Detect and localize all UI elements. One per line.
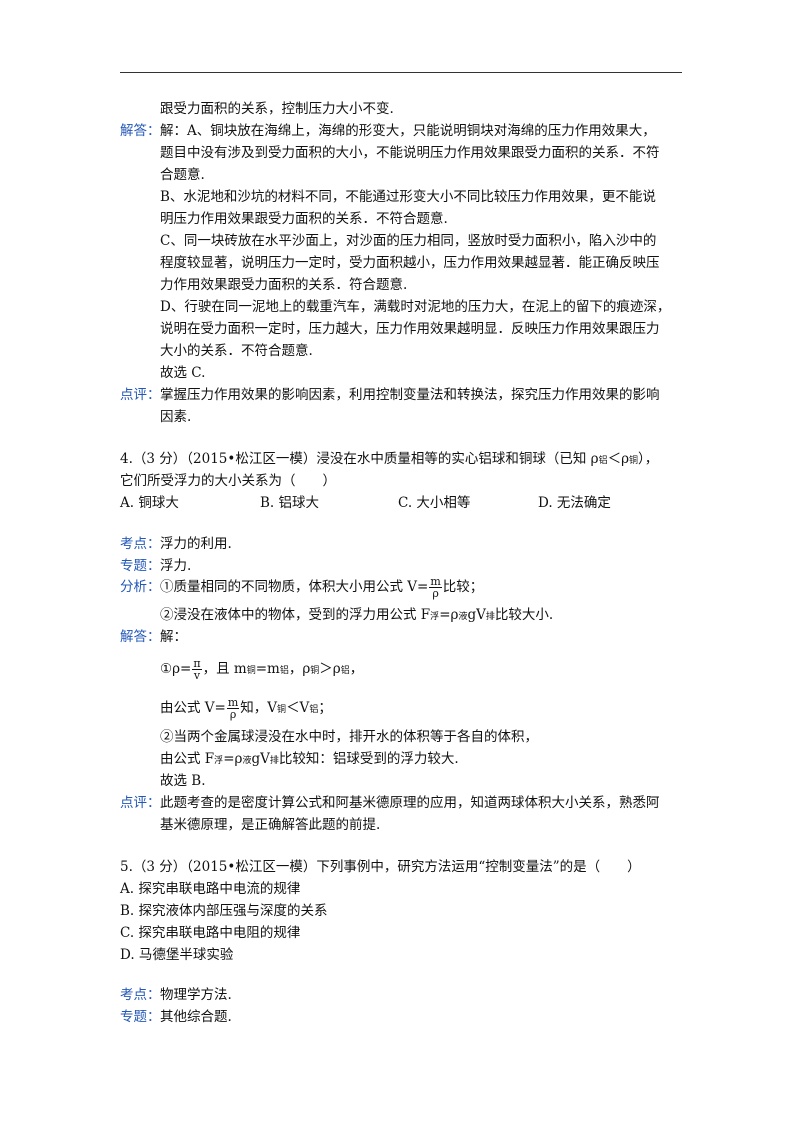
subject-label: 专题： bbox=[120, 558, 161, 574]
text-line: C、同一块砖放在水平沙面上，对沙面的压力相同，竖放时受力面积小，陷入沙中的 bbox=[160, 233, 657, 249]
option-b: B. 探究液体内部压强与深度的关系 bbox=[120, 903, 328, 919]
text-line: 力作用效果跟受力面积的关系．符合题意. bbox=[160, 277, 408, 293]
analysis-label: 分析： bbox=[120, 579, 161, 595]
text-line: 解：A、铜块放在海绵上，海绵的形变大，只能说明铜块对海绵的压力作用效果大， bbox=[160, 123, 656, 139]
option-d: D. 无法确定 bbox=[538, 495, 611, 511]
subject-text: 其他综合题. bbox=[160, 1009, 232, 1025]
answer-label: 解答： bbox=[120, 123, 161, 139]
solution-step: 由公式 F浮=ρ液gV排比较知：铝球受到的浮力较大. bbox=[160, 751, 459, 767]
text-line: 程度较显著，说明压力一定时，受力面积越小，压力作用效果越显著．能正确反映压 bbox=[160, 255, 660, 271]
topic-text: 浮力的利用. bbox=[160, 536, 232, 552]
option-c: C. 探究串联电路中电阻的规律 bbox=[120, 925, 301, 941]
text-line: 大小的关系．不符合题意. bbox=[160, 343, 313, 359]
option-b: B. 铝球大 bbox=[260, 495, 320, 511]
question-stem: 它们所受浮力的大小关系为（ ） bbox=[120, 473, 336, 489]
option-d: D. 马德堡半球实验 bbox=[120, 947, 234, 963]
header-rule bbox=[120, 72, 682, 73]
option-a: A. 探究串联电路中电流的规律 bbox=[120, 881, 301, 897]
text-line: 跟受力面积的关系，控制压力大小不变. bbox=[160, 101, 394, 117]
subject-text: 浮力. bbox=[160, 558, 192, 574]
answer-label: 解答： bbox=[120, 629, 161, 645]
topic-text: 物理学方法. bbox=[160, 987, 232, 1003]
question-stem: 5.（3 分）（2015•松江区一模）下列事例中，研究方法运用“控制变量法”的是… bbox=[120, 859, 641, 875]
text-line: 解： bbox=[160, 629, 187, 645]
text-line: 说明在受力面积一定时，压力越大，压力作用效果越明显．反映压力作用效果跟压力 bbox=[160, 321, 660, 337]
text-line: 基米德原理，是正确解答此题的前提. bbox=[160, 817, 381, 833]
option-a: A. 铜球大 bbox=[120, 495, 179, 511]
text-line: 掌握压力作用效果的影响因素，利用控制变量法和转换法，探究压力作用效果的影响 bbox=[160, 387, 660, 403]
text-line: 此题考查的是密度计算公式和阿基米德原理的应用，知道两球体积大小关系，熟悉阿 bbox=[160, 795, 660, 811]
question-stem: 4.（3 分）（2015•松江区一模）浸没在水中质量相等的实心铝球和铜球（已知 … bbox=[120, 451, 659, 467]
text-line: B、水泥地和沙坑的材料不同，不能通过形变大小不同比较压力作用效果，更不能说 bbox=[160, 189, 656, 205]
text-line: 题目中没有涉及到受力面积的大小，不能说明压力作用效果跟受力面积的关系．不符 bbox=[160, 145, 660, 161]
topic-label: 考点： bbox=[120, 536, 161, 552]
text-line: 故选 B. bbox=[160, 773, 206, 789]
topic-label: 考点： bbox=[120, 987, 161, 1003]
text-line: D、行驶在同一泥地上的载重汽车，满载时对泥地的压力大，在泥上的留下的痕迹深， bbox=[160, 299, 671, 315]
subject-label: 专题： bbox=[120, 1009, 161, 1025]
text-line: 故选 C. bbox=[160, 365, 206, 381]
analysis-line: ②浸没在液体中的物体，受到的浮力用公式 F浮=ρ液gV排比较大小. bbox=[160, 607, 554, 623]
text-line: 明压力作用效果跟受力面积的关系．不符合题意. bbox=[160, 211, 448, 227]
comment-label: 点评： bbox=[120, 795, 161, 811]
solution-step: ②当两个金属球浸没在水中时，排开水的体积等于各自的体积， bbox=[160, 729, 538, 745]
comment-label: 点评： bbox=[120, 387, 161, 403]
text-line: 因素. bbox=[160, 409, 192, 425]
option-c: C. 大小相等 bbox=[398, 495, 471, 511]
text-line: 合题意. bbox=[160, 167, 205, 183]
